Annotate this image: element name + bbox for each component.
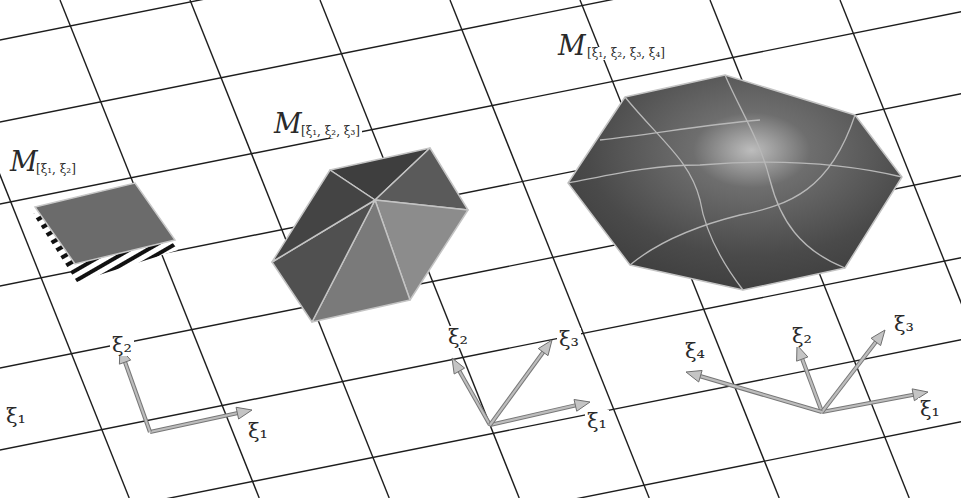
arrow-head xyxy=(797,345,808,361)
arrow-head xyxy=(871,330,885,346)
grid-line xyxy=(0,412,961,498)
vector-label: ξ₁ xyxy=(246,420,270,442)
arrow-shaft xyxy=(458,368,490,425)
vector-arrow xyxy=(797,345,822,412)
vector-arrow xyxy=(452,358,490,425)
arrow-shaft xyxy=(490,350,545,425)
vector-label: ξ₂ xyxy=(110,334,134,356)
arrow-head xyxy=(538,340,552,356)
vector-label: ξ₃ xyxy=(892,313,916,335)
grid-line xyxy=(0,330,961,498)
manifold-subscript: [ξ₁, ξ₂, ξ₃] xyxy=(299,125,362,138)
vector-arrow xyxy=(822,330,885,412)
grid-line xyxy=(0,494,961,498)
vector-label: ξ₁ xyxy=(585,410,609,432)
vector-arrow xyxy=(119,348,150,432)
vector-arrow xyxy=(686,370,822,412)
manifold-subscript: [ξ₁, ξ₂] xyxy=(34,163,78,176)
arrow-head xyxy=(686,370,702,382)
arrow-head xyxy=(452,358,465,374)
arrow-shaft xyxy=(150,413,240,432)
grid-line xyxy=(0,0,961,50)
flat-square xyxy=(35,183,175,264)
vector-label: ξ₂ xyxy=(790,325,814,347)
vector-label: ξ₁ xyxy=(4,405,28,427)
grid-line xyxy=(0,248,961,460)
arrow-shaft xyxy=(124,359,150,432)
vector-label: ξ₃ xyxy=(557,328,581,350)
arrow-shaft xyxy=(698,375,822,412)
arrow-shaft-outline xyxy=(458,368,490,425)
manifold-subscript: [ξ₁, ξ₂, ξ₃, ξ₄] xyxy=(585,47,667,60)
arrow-shaft-outline xyxy=(150,413,240,432)
arrow-shaft-outline xyxy=(822,340,878,412)
arrow-shaft-outline xyxy=(698,375,822,412)
arrow-shaft-outline xyxy=(124,359,150,432)
octagonal-dome xyxy=(568,75,902,290)
vector-label: ξ₄ xyxy=(683,340,707,362)
vector-label: ξ₂ xyxy=(446,326,470,348)
vector-label: ξ₁ xyxy=(918,398,942,420)
grid-line xyxy=(840,0,961,498)
hexagonal-pyramid xyxy=(272,148,468,322)
arrow-head xyxy=(236,407,252,419)
arrow-shaft xyxy=(801,356,822,412)
vector-arrow xyxy=(490,340,552,425)
manifold-name: M xyxy=(556,32,588,60)
vector-arrow xyxy=(150,407,252,432)
arrow-shaft-outline xyxy=(490,350,545,425)
arrow-shaft xyxy=(822,340,878,412)
arrow-shaft-outline xyxy=(801,356,822,412)
